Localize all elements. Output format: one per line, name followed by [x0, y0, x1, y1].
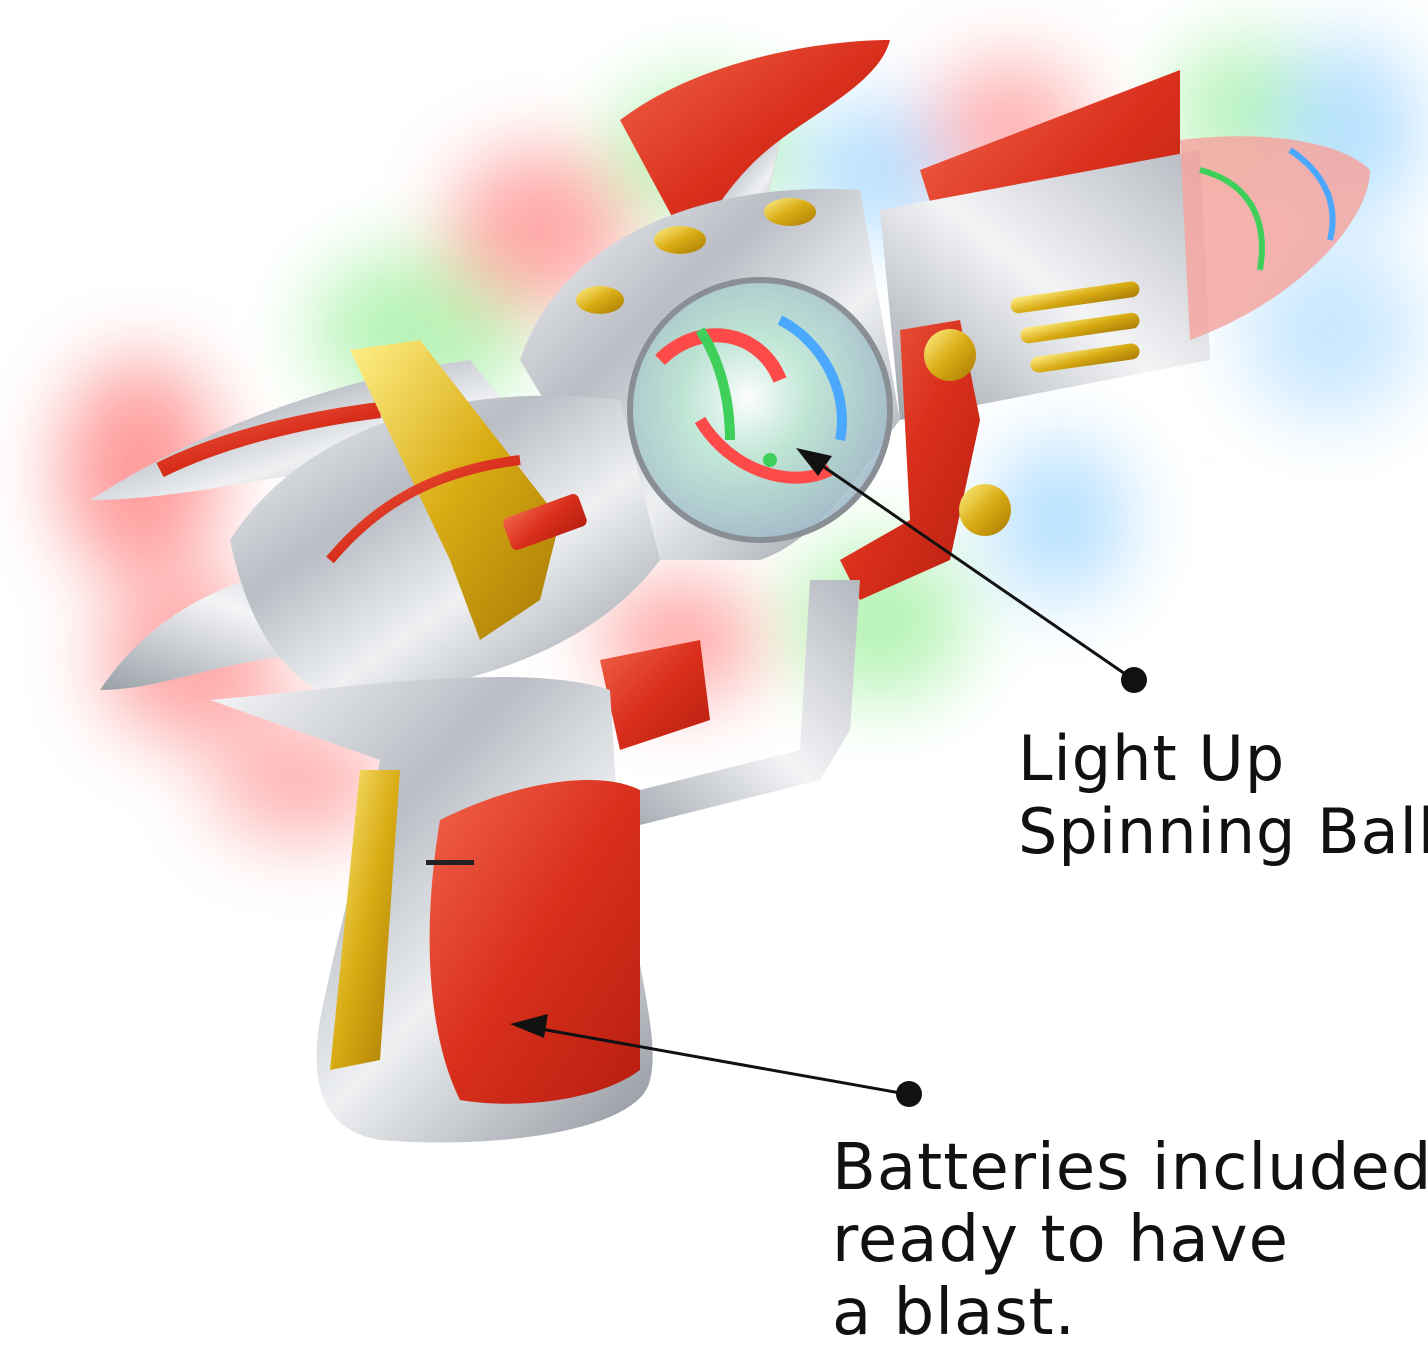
callout-battery-line-2: ready to have	[832, 1203, 1289, 1278]
callout-ball-line-1: Light Up	[1018, 722, 1286, 795]
callout-ball-pointer	[796, 448, 1147, 693]
callout-batteries-included: Batteries included ready to have a blast…	[832, 1132, 1428, 1349]
callout-ball-line-2: Spinning Ball.	[1018, 795, 1428, 869]
callout-battery-line-3: a blast.	[832, 1275, 1076, 1350]
callout-battery-pointer	[510, 1014, 922, 1107]
toy-ray-gun	[90, 40, 1370, 1143]
callout-battery-line-1: Batteries included	[832, 1131, 1428, 1205]
callout-light-up-ball: Light Up Spinning Ball.	[1018, 722, 1428, 868]
callout-battery-dot	[896, 1081, 922, 1107]
callout-ball-dot	[1121, 667, 1147, 693]
